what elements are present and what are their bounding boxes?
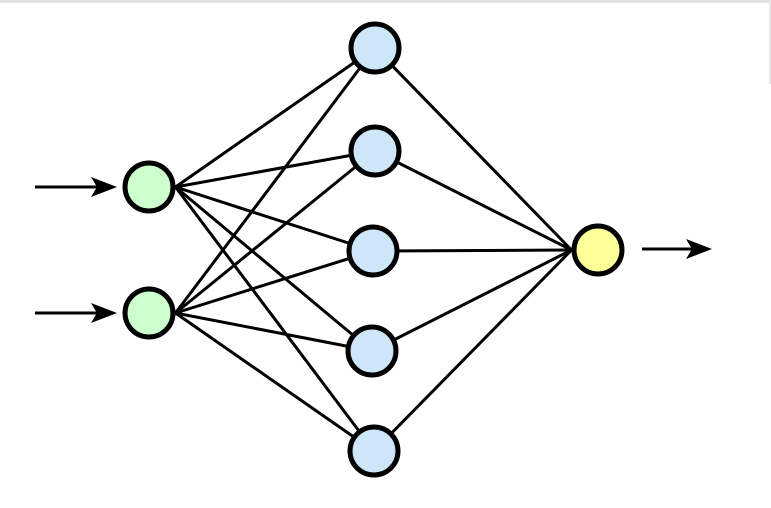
arrows-layer <box>35 177 712 323</box>
edge-h2-o1 <box>373 149 573 252</box>
output-arrow-head <box>686 239 712 259</box>
nodes-layer <box>122 21 625 478</box>
input-node-1 <box>122 160 176 214</box>
edge-h4-o1 <box>370 248 573 353</box>
edge-i2-h4 <box>174 311 374 353</box>
hidden-node-1 <box>348 21 402 75</box>
edge-h1-o1 <box>373 46 573 252</box>
input-arrow-1-head <box>91 177 117 197</box>
hidden-node-2 <box>348 124 402 178</box>
edge-i1-h1 <box>174 46 377 189</box>
edge-i1-h5 <box>174 185 376 453</box>
edge-i2-h2 <box>174 149 377 315</box>
right-edge-border <box>769 0 771 84</box>
edge-i1-h2 <box>174 149 377 189</box>
input-node-2 <box>122 286 176 340</box>
hidden-node-3 <box>346 224 400 278</box>
edge-h3-o1 <box>371 248 573 253</box>
edge-i2-h5 <box>174 311 376 453</box>
edge-i1-h3 <box>174 185 375 253</box>
top-border <box>0 0 771 3</box>
output-node-1 <box>571 223 625 277</box>
edge-i2-h1 <box>174 46 377 315</box>
edge-i2-h3 <box>174 249 375 315</box>
edge-i1-h4 <box>174 185 374 353</box>
edge-h5-o1 <box>372 248 573 453</box>
hidden-node-5 <box>347 424 401 478</box>
edges-layer <box>174 46 573 453</box>
hidden-node-4 <box>345 324 399 378</box>
input-arrow-2-head <box>91 303 117 323</box>
